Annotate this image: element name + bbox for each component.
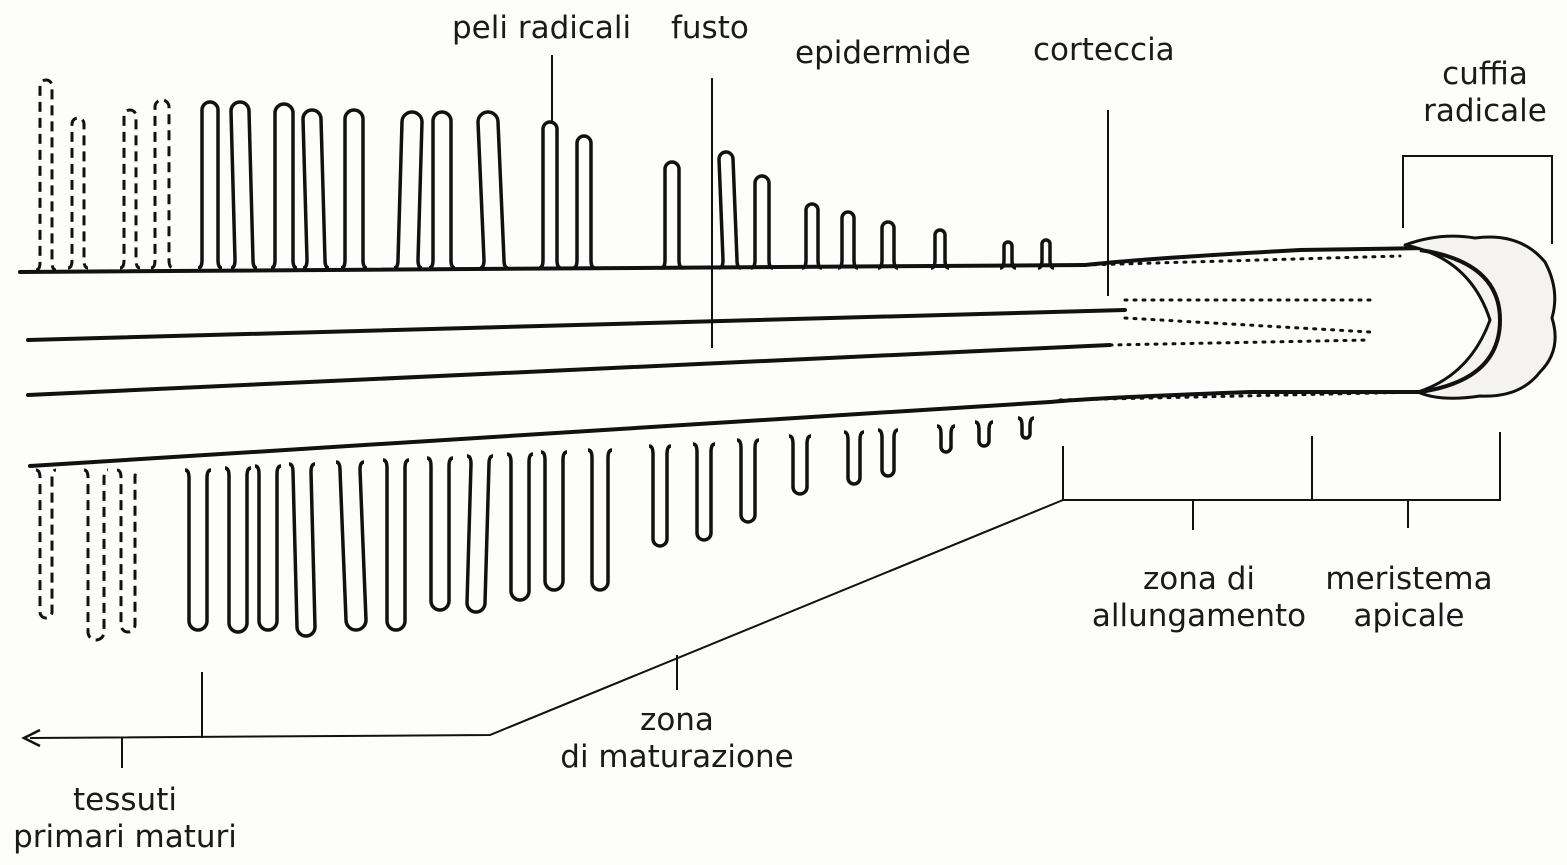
label-meristema-line1: meristema (1318, 561, 1500, 598)
old-root-hair (117, 470, 139, 632)
root-hair (737, 440, 759, 522)
root-hair (539, 122, 561, 268)
root-hair (751, 176, 773, 268)
root-cap-outline (1405, 236, 1555, 398)
zone-bracket (1063, 432, 1500, 500)
root-hair (507, 454, 533, 600)
label-cuffia-radicale: cuffia radicale (1410, 56, 1560, 130)
label-tessuti-primari: tessuti primari maturi (0, 782, 250, 856)
root-hair (383, 460, 409, 630)
label-fusto: fusto (671, 10, 749, 47)
root-hair (225, 468, 251, 632)
cuffia-bracket (1403, 156, 1552, 244)
label-peli-radicali: peli radicali (452, 10, 631, 47)
old-root-hair (120, 110, 140, 268)
root-hair (1018, 418, 1034, 438)
label-meristema-line2: apicale (1318, 598, 1500, 635)
root-hair (427, 458, 453, 610)
root-hair (231, 102, 257, 268)
root-hair (289, 464, 315, 636)
root-hair (573, 136, 595, 268)
root-hair (303, 110, 329, 268)
root-hair (341, 110, 367, 268)
old-root-hair (151, 100, 173, 268)
label-corteccia: corteccia (1033, 32, 1175, 69)
dotted-cell-rows (1060, 256, 1420, 400)
old-root-hair (36, 470, 56, 618)
epidermis-top-line (20, 265, 1085, 272)
old-root-hair (36, 80, 56, 270)
label-maturazione-line1: zona (545, 702, 809, 739)
root-hairs (36, 80, 1054, 640)
old-root-hair (68, 118, 88, 268)
root-outline (20, 248, 1430, 466)
root-hair (185, 470, 211, 630)
root-hair (661, 162, 683, 268)
root-hair (789, 436, 811, 494)
label-maturazione-line2: di maturazione (545, 739, 809, 776)
root-hair (588, 450, 612, 590)
root-hair (478, 112, 508, 268)
root-hair (693, 444, 715, 540)
root-hair (719, 152, 741, 268)
root-hair (429, 112, 455, 268)
label-zona-maturazione: zona di maturazione (545, 702, 809, 776)
root-hair (394, 112, 422, 268)
root-hair (975, 422, 993, 446)
root-hair (271, 104, 297, 268)
cortex-top-line (28, 310, 1125, 340)
root-hair (838, 212, 858, 268)
root-cap (1405, 236, 1555, 398)
label-cuffia-line1: cuffia (1410, 56, 1560, 93)
root-hair (931, 230, 949, 268)
old-root-hair (84, 470, 108, 640)
label-epidermide: epidermide (795, 35, 971, 72)
root-surface-top (1085, 248, 1430, 265)
label-meristema-apicale: meristema apicale (1318, 561, 1500, 635)
root-hair (198, 102, 222, 268)
root-hair (255, 466, 281, 630)
label-tessuti-line2: primari maturi (0, 819, 250, 856)
leader-lines (24, 55, 1552, 768)
cortex-bottom-line (28, 345, 1110, 395)
epidermis-bottom-line (30, 402, 1050, 466)
root-hair (802, 204, 822, 268)
root-hair (336, 462, 366, 630)
root-hair (649, 446, 671, 546)
root-hair (878, 222, 898, 268)
root-hair (937, 426, 955, 452)
root-hair (467, 456, 493, 612)
root-hair (844, 432, 864, 484)
label-allungamento-line2: allungamento (1080, 598, 1318, 635)
root-hair (878, 430, 898, 476)
label-allungamento-line1: zona di (1080, 561, 1318, 598)
label-cuffia-line2: radicale (1410, 93, 1560, 130)
label-tessuti-line1: tessuti (0, 782, 250, 819)
root-hair (541, 452, 567, 590)
label-zona-allungamento: zona di allungamento (1080, 561, 1318, 635)
